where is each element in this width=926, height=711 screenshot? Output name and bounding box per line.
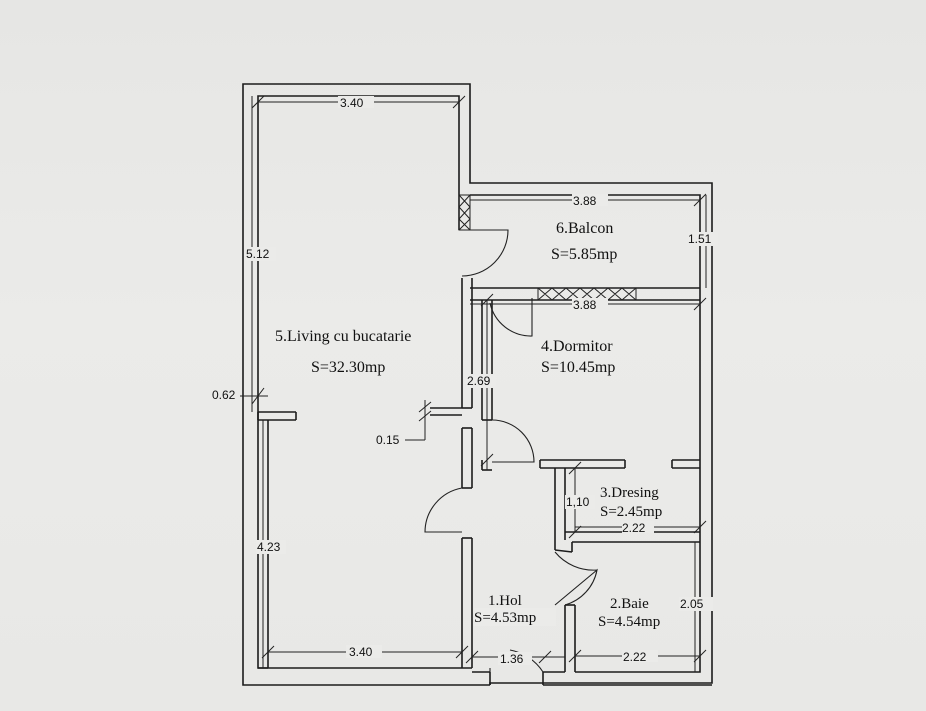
dim-dresing-height: 1,10	[566, 495, 590, 509]
dim-baie-width: 2.22	[623, 650, 647, 664]
dim-living-bottom: 3.40	[349, 645, 373, 659]
room-living-area: S=32.30mp	[311, 359, 385, 376]
dim-dresing-width: 2.22	[622, 521, 646, 535]
balcony-door	[461, 229, 509, 277]
living-door	[424, 487, 463, 533]
baie-door	[554, 568, 598, 606]
room-living-name: 5.Living cu bucatarie	[275, 328, 411, 345]
dim-dormitor-width: 3.88	[573, 298, 597, 312]
room-labels: 6.Balcon S=5.85mp 5.Living cu bucatarie …	[275, 220, 662, 630]
room-dresing-area: S=2.45mp	[600, 504, 662, 520]
dimension-labels: 3.40 5.12 0.62 0.15 4.23 3.40 3.88 1.51 …	[212, 96, 718, 666]
dim-hall-wall: 2.69	[467, 374, 491, 388]
interior-walls	[258, 278, 712, 686]
outer-wall-outline	[242, 83, 713, 686]
room-balcon-area: S=5.85mp	[551, 246, 617, 263]
dim-balcon-depth: 1.51	[688, 232, 712, 246]
room-dresing-name: 3.Dresing	[600, 485, 659, 501]
room-hol-name: 1.Hol	[488, 593, 522, 609]
dim-balcon-width: 3.88	[573, 194, 597, 208]
room-balcon-name: 6.Balcon	[556, 220, 613, 237]
room-dormitor-name: 4.Dormitor	[541, 338, 613, 355]
room-dormitor-area: S=10.45mp	[541, 359, 615, 376]
room-baie-name: 2.Baie	[610, 596, 649, 612]
room-hol-area: S=4.53mp	[474, 610, 536, 626]
doors	[424, 229, 598, 673]
living-inner-wall-upper	[257, 95, 460, 669]
dim-living-lower-height: 4.23	[257, 540, 281, 554]
dormitor-door	[491, 419, 535, 463]
dim-living-upper-height: 5.12	[246, 247, 270, 261]
dim-wall-opening: 0.62	[212, 388, 236, 402]
dim-partition-offset: 0.15	[376, 433, 400, 447]
room-baie-area: S=4.54mp	[598, 614, 660, 630]
dim-baie-height: 2.05	[680, 597, 704, 611]
dim-entrance-width: 1.36	[500, 652, 524, 666]
dim-living-top: 3.40	[340, 96, 364, 110]
